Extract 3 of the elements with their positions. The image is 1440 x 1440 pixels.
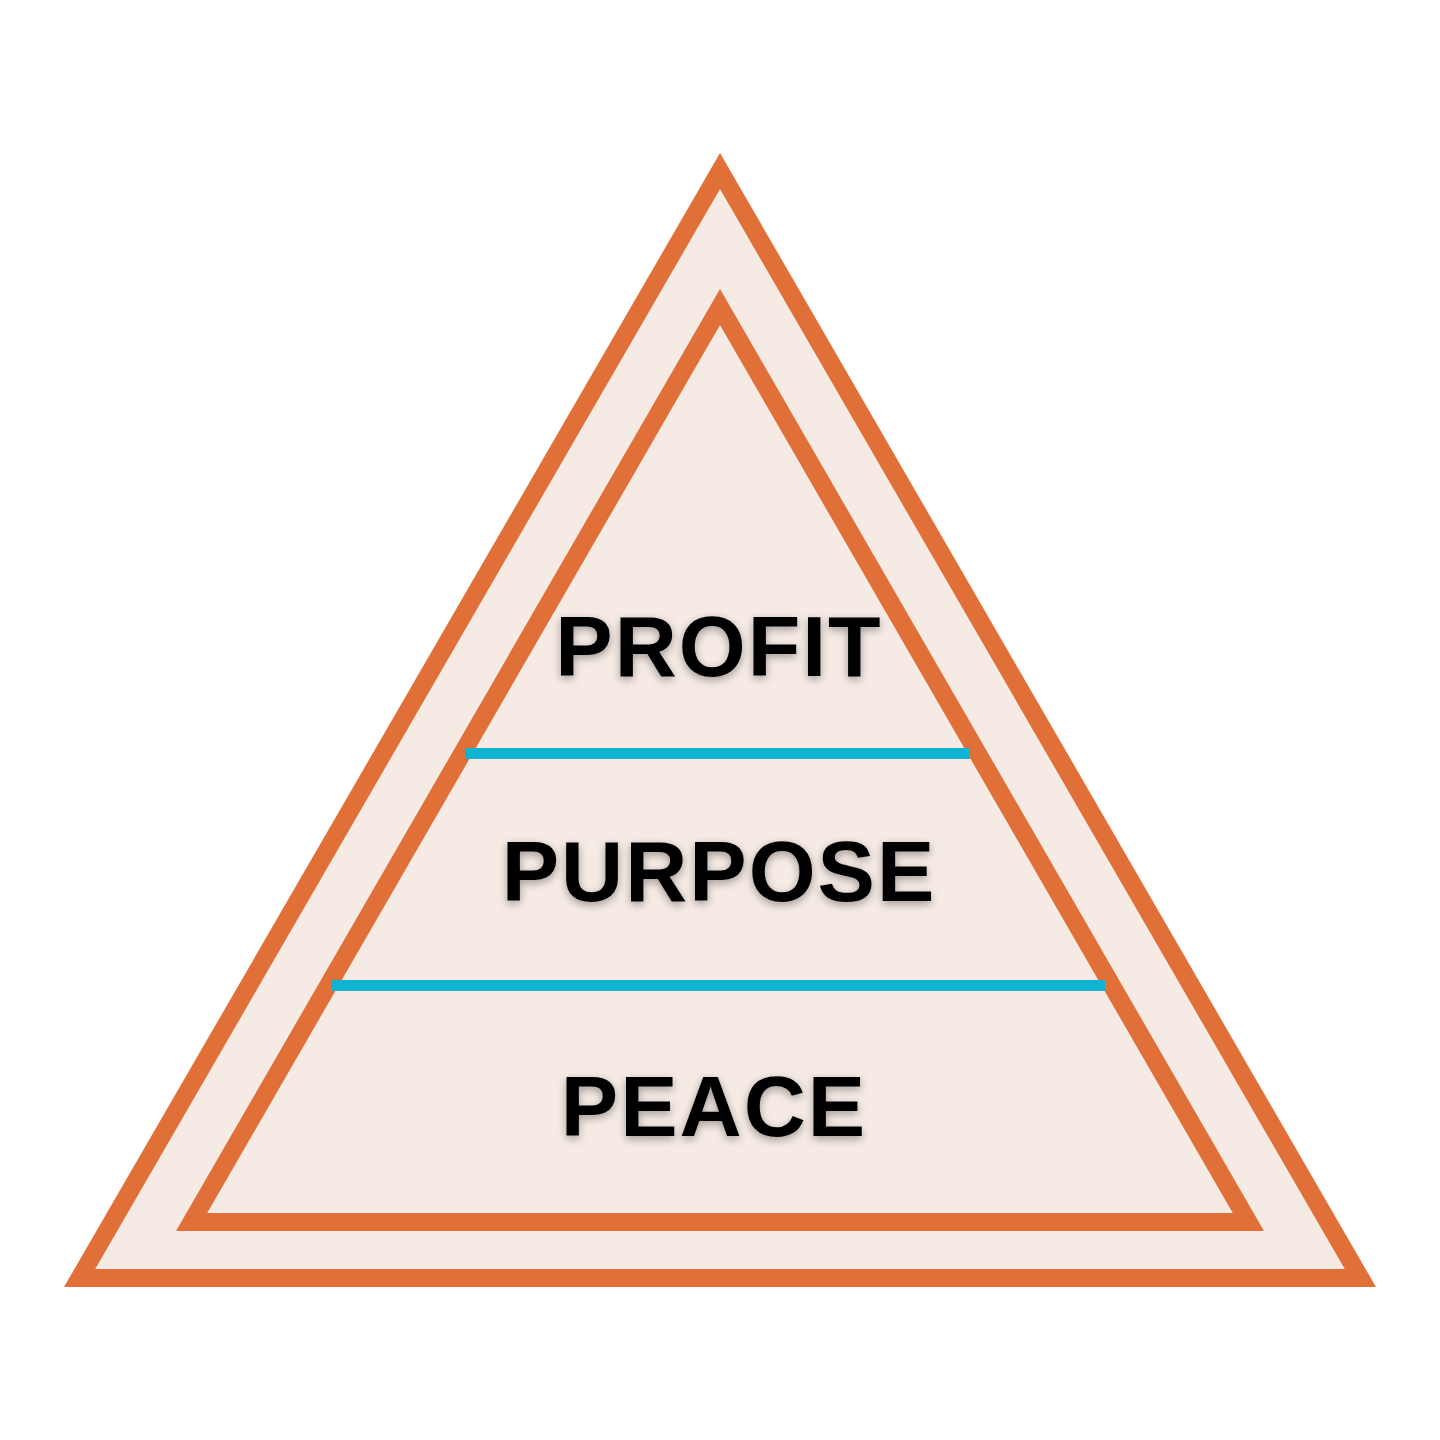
tier-label: PURPOSE — [501, 828, 937, 914]
tier-label: PROFIT — [555, 603, 883, 689]
tier-label: PEACE — [560, 1063, 868, 1149]
